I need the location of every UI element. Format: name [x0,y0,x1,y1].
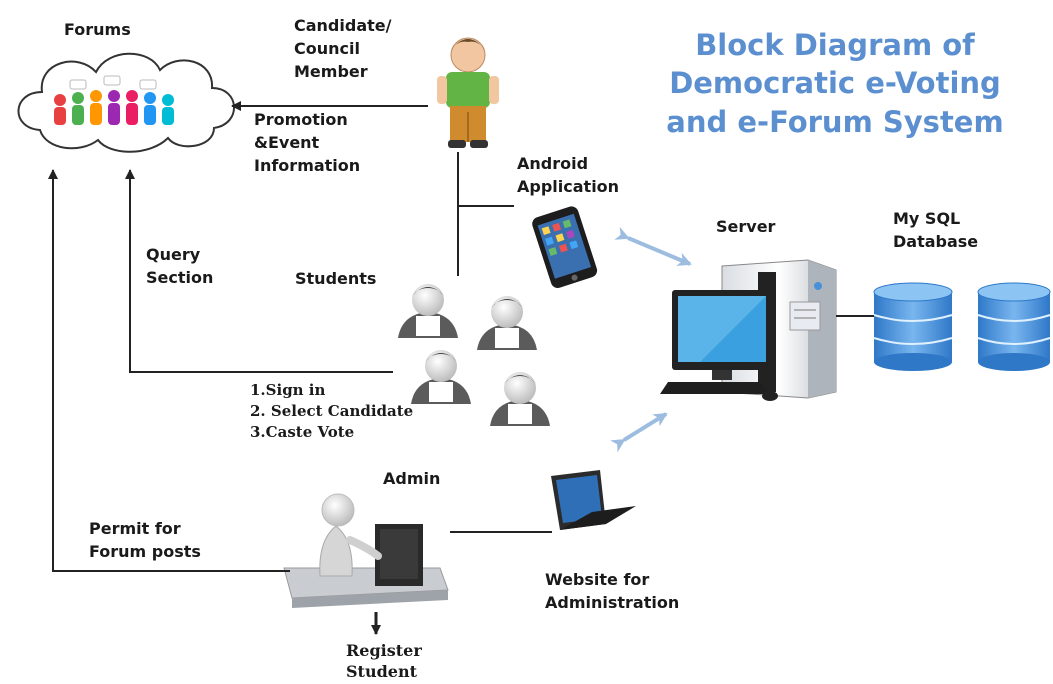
server-computer-icon [660,259,837,401]
candidate-person-icon [437,30,510,152]
students-group-icon [398,284,550,426]
laptop-icon [551,470,636,530]
admin-computer-icon [283,493,449,608]
android-label-line-2: Application [517,177,620,197]
register-label-line-2: Student [346,661,417,681]
cloud-forums-icon [17,52,235,153]
voting-steps: 1.Sign in 2. Select Candidate 3.Caste Vo… [250,380,413,443]
permit-label-line-1: Permit for [89,519,181,538]
title-line-1: Block Diagram of [695,28,975,62]
server-label: Server [716,217,776,236]
website-label-line-1: Website for [545,570,650,589]
database-label-line-1: My SQL [893,209,961,228]
candidate-label: Candidate/ Council Member [294,14,391,84]
website-label: Website for Administration [545,568,679,614]
candidate-label-line-2: Council [294,39,360,59]
candidate-label-line-1: Candidate/ [294,16,392,35]
promotion-label-line-1: Promotion [254,110,348,129]
admin-label: Admin [383,469,441,488]
promotion-label: Promotion &Event Information [254,108,360,178]
query-label-line-1: Query [146,245,201,264]
database-label: My SQL Database [893,207,978,253]
query-section-label: Query Section [146,243,213,289]
android-label-line-1: Android [517,154,589,173]
register-label-line-1: Register [346,641,422,660]
permit-label-line-2: Forum posts [89,542,201,562]
promotion-label-line-2: &Event [254,133,320,153]
website-label-line-2: Administration [545,593,680,613]
students-label: Students [295,269,377,288]
database-label-line-2: Database [893,232,979,252]
title-line-3: and e-Forum System [666,104,1004,139]
candidate-label-line-3: Member [294,62,368,82]
step-caste-vote: 3.Caste Vote [250,423,355,441]
permit-label: Permit for Forum posts [89,517,201,563]
double-arrows [610,226,692,453]
step-select-candidate: 2. Select Candidate [250,402,414,420]
query-label-line-2: Section [146,268,214,288]
android-label: Android Application [517,152,619,198]
forums-label: Forums [64,20,131,39]
smartphone-icon [532,206,598,288]
promotion-label-line-3: Information [254,156,361,176]
title-line-2: Democratic e-Voting [669,66,1001,101]
connector-lines [48,101,874,635]
step-sign-in: 1.Sign in [250,381,326,399]
diagram-title: Block Diagram of Democratic e-Voting and… [640,26,1030,141]
database-cylinder-icon [873,282,1051,371]
register-student-label: Register Student [346,641,422,683]
